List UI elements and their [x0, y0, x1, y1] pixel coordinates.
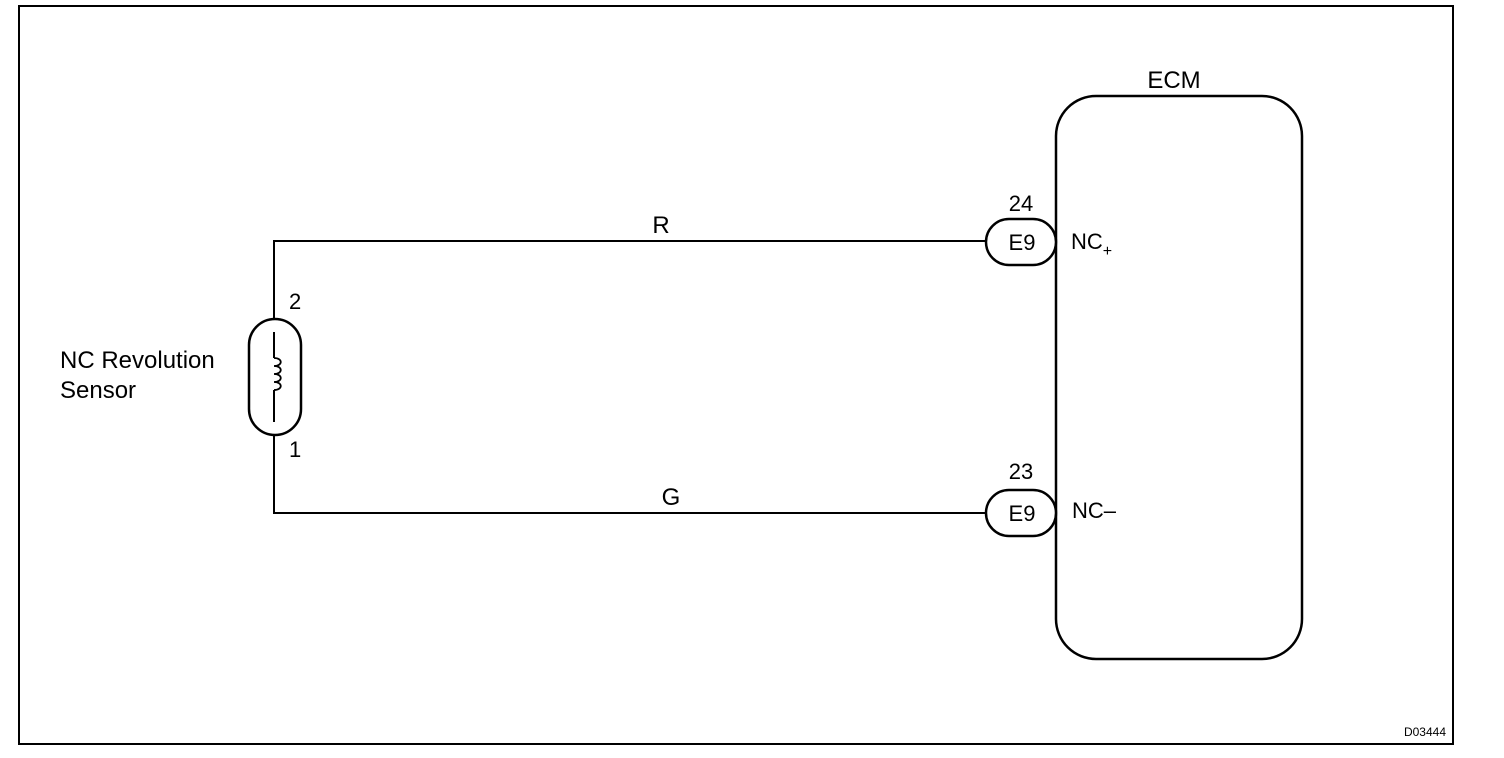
- sensor-label-line1: NC Revolution: [60, 347, 215, 374]
- connector-top-code: E9: [1009, 230, 1036, 255]
- wire-top-color: R: [652, 212, 669, 239]
- wire-top: [273, 240, 986, 319]
- wire-bottom: [273, 435, 986, 514]
- connector-bottom: [984, 488, 1058, 538]
- connector-top: [984, 217, 1058, 267]
- ecm-box: [1054, 94, 1304, 661]
- sensor-label-line2: Sensor: [60, 377, 136, 404]
- wire-bottom-color: G: [662, 484, 681, 511]
- ecm-title: ECM: [1147, 67, 1200, 94]
- nc-revolution-sensor: [247, 317, 303, 437]
- signal-nc-plus: NC+: [1071, 229, 1112, 260]
- figure-code: D03444: [1404, 725, 1446, 739]
- diagram-frame: [18, 5, 1454, 745]
- signal-nc-minus: NC–: [1072, 498, 1117, 523]
- connector-bottom-code: E9: [1009, 501, 1036, 526]
- connector-top-pin: 24: [1009, 191, 1033, 216]
- connector-bottom-pin: 23: [1009, 459, 1033, 484]
- sensor-pin-1: 1: [289, 437, 301, 462]
- coil-icon: [273, 357, 282, 391]
- sensor-pin-2: 2: [289, 289, 301, 314]
